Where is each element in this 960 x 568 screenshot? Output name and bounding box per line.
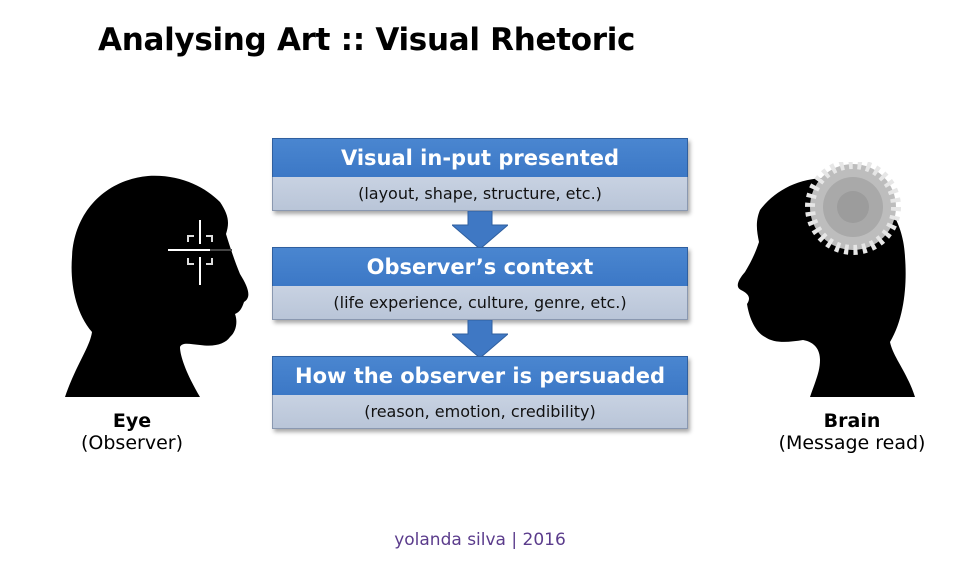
flow-step-detail: (reason, emotion, credibility): [272, 395, 688, 429]
message-read-sublabel: (Message read): [778, 432, 926, 454]
brain-label-group: Brain (Message read): [770, 410, 934, 454]
down-arrow-icon: [452, 211, 508, 249]
observer-sublabel: (Observer): [81, 432, 183, 454]
reader-silhouette: [737, 162, 915, 397]
observer-silhouette: [65, 175, 249, 397]
flow-step-detail: (layout, shape, structure, etc.): [272, 177, 688, 211]
author-footer: yolanda silva | 2016: [394, 530, 566, 550]
flow-step-observer-context: Observer’s context (life experience, cul…: [272, 247, 688, 320]
flow-step-persuasion: How the observer is persuaded (reason, e…: [272, 356, 688, 429]
flow-step-heading: Visual in-put presented: [272, 138, 688, 177]
flow-step-detail: (life experience, culture, genre, etc.): [272, 286, 688, 320]
brain-label: Brain: [823, 410, 881, 432]
spiral-icon: [805, 162, 901, 255]
flow-step-heading: How the observer is persuaded: [272, 356, 688, 395]
down-arrow-icon: [452, 320, 508, 358]
flow-step-heading: Observer’s context: [272, 247, 688, 286]
flow-step-visual-input: Visual in-put presented (layout, shape, …: [272, 138, 688, 211]
eye-label: Eye: [112, 410, 152, 432]
observer-label: Eye (Observer): [62, 410, 202, 454]
page-title: Analysing Art :: Visual Rhetoric: [98, 22, 636, 58]
crosshair-icon: [168, 220, 213, 285]
